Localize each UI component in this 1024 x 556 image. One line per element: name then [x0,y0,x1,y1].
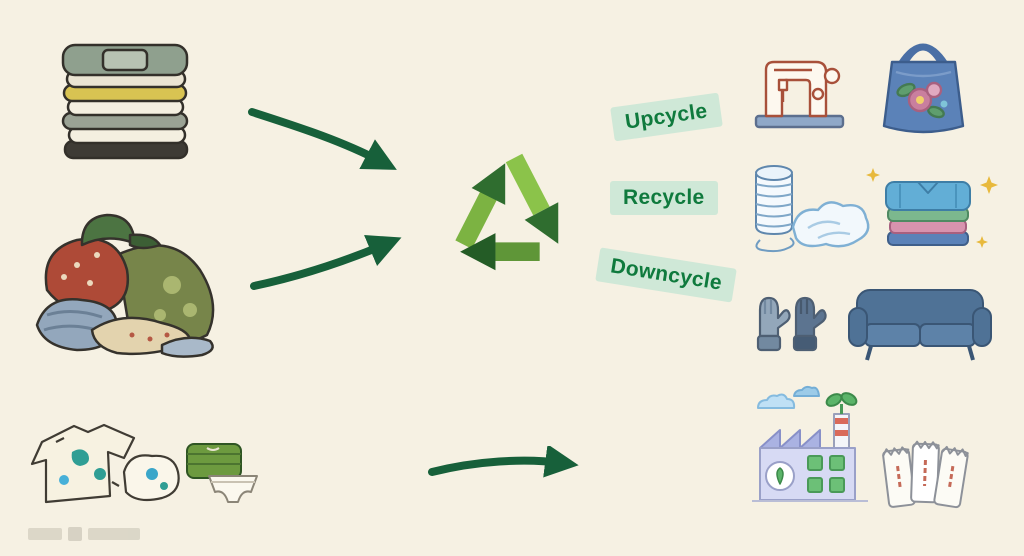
green-cap [80,213,136,247]
arrow-bottom-icon [428,446,579,478]
green-shorts-icon [186,443,242,479]
recycle-label: Recycle [610,181,718,215]
work-gloves-icon [756,296,827,352]
recycled-fabric-icon [791,201,870,248]
recycle-symbol-icon [455,153,559,271]
sparkle-icon [976,236,988,248]
upcycle-label: Upcycle [610,92,723,142]
discarded-clothes-pile-icon [35,213,215,358]
folded-shirts-stack-icon [885,181,971,246]
denim-tote-bag-icon [882,43,965,134]
recycling-factory-icon [752,385,868,502]
watermark [28,527,140,541]
sparkle-icon [866,168,880,182]
leaf [776,467,784,485]
downcycle-label: Downcycle [595,247,738,303]
cloud [793,385,820,397]
cloud [757,393,796,409]
thread-spool-icon [755,165,795,253]
sparkle-icon [980,176,998,194]
watermark-block [28,528,62,540]
arrow-top-icon [248,108,397,170]
sofa-icon [848,289,992,361]
watermark-logo [68,527,82,541]
underwear-icon [208,475,258,503]
damaged-clothes-icon [30,423,180,504]
sewing-machine-icon [754,60,845,129]
arrow-middle-icon [250,235,402,290]
material-bags-icon [882,440,970,509]
folded-clothes-stack-icon [61,43,189,160]
watermark-block [88,528,140,540]
